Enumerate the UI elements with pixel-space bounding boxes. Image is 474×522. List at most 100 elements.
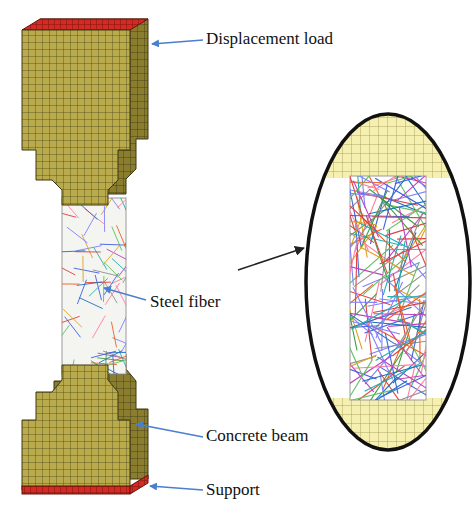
steel-fiber — [94, 247, 107, 269]
steel-fiber — [375, 388, 426, 400]
steel-fiber — [65, 317, 81, 338]
callout-label: Displacement load — [206, 29, 333, 49]
steel-fiber — [350, 176, 366, 227]
steel-fiber — [82, 256, 83, 282]
steel-fiber — [62, 211, 76, 218]
displacement-load-band — [22, 19, 148, 30]
steel-fiber — [421, 313, 426, 374]
steel-fiber — [355, 381, 407, 400]
steel-fiber — [103, 276, 104, 302]
steel-fiber — [361, 191, 387, 247]
steel-fiber — [350, 389, 396, 400]
steel-fiber — [74, 268, 100, 273]
steel-fiber — [368, 322, 426, 328]
steel-fiber — [350, 355, 377, 380]
steel-fiber — [372, 217, 426, 218]
steel-fiber — [110, 353, 127, 362]
steel-fiber — [99, 351, 122, 363]
steel-fiber — [350, 360, 372, 400]
steel-fiber — [350, 260, 383, 275]
steel-fiber — [350, 320, 363, 376]
steel-fiber — [350, 301, 377, 303]
leader-arrow — [136, 424, 203, 437]
specimen-top-part — [22, 30, 130, 205]
support-band-side — [130, 475, 148, 494]
steel-fiber — [350, 294, 377, 338]
steel-fiber-group — [62, 198, 126, 374]
steel-fiber — [350, 176, 390, 192]
support-band — [22, 486, 130, 494]
steel-fiber — [350, 355, 392, 389]
steel-fiber — [407, 304, 426, 350]
steel-fiber — [62, 325, 69, 346]
steel-fiber — [350, 224, 353, 286]
steel-fiber — [82, 234, 93, 258]
steel-fiber — [107, 249, 126, 261]
callout-label: Support — [206, 480, 260, 500]
steel-fiber — [411, 230, 426, 287]
steel-fiber — [376, 330, 426, 361]
steel-fiber — [116, 285, 126, 308]
steel-fiber — [352, 299, 406, 329]
callout-label: Steel fiber — [150, 292, 220, 312]
steel-fiber — [354, 365, 416, 369]
steel-fiber — [394, 286, 411, 346]
steel-fiber — [79, 298, 103, 309]
steel-fiber — [91, 351, 116, 358]
steel-fiber — [97, 358, 123, 361]
zoom-inset-content — [300, 100, 474, 458]
steel-fiber — [77, 282, 103, 286]
leader-arrow — [152, 40, 203, 44]
steel-fiber — [385, 213, 423, 262]
callout-label: Concrete beam — [206, 426, 308, 446]
specimen-bottom-part — [22, 365, 130, 490]
steel-fiber — [350, 191, 383, 197]
steel-fiber — [365, 299, 372, 361]
steel-fiber — [104, 262, 123, 280]
steel-fiber — [125, 223, 127, 247]
steel-fiber — [395, 343, 426, 381]
steel-fiber — [410, 259, 427, 306]
steel-fiber — [355, 252, 357, 314]
steel-fiber — [377, 369, 412, 400]
steel-fiber — [62, 316, 80, 325]
steel-fiber — [350, 285, 390, 304]
steel-fiber — [100, 244, 126, 246]
steel-fiber — [103, 246, 120, 266]
steel-fiber — [112, 227, 122, 251]
leader-arrow — [150, 486, 203, 490]
steel-fiber — [386, 285, 426, 320]
steel-fiber — [400, 176, 426, 205]
steel-fiber — [105, 283, 119, 305]
steel-fiber — [350, 290, 357, 351]
steel-fiber — [381, 289, 383, 351]
steel-fiber — [111, 322, 116, 348]
steel-fiber — [350, 189, 378, 231]
steel-fiber — [92, 316, 105, 339]
steel-fiber — [390, 262, 426, 299]
steel-fiber — [62, 263, 75, 275]
steel-fiber — [380, 299, 427, 306]
steel-fiber — [383, 236, 401, 295]
steel-fiber — [104, 206, 105, 232]
steel-fiber — [380, 237, 426, 264]
steel-fiber — [399, 207, 411, 268]
steel-fiber — [89, 278, 108, 296]
zoom-inset-border — [306, 114, 470, 450]
steel-fiber — [112, 259, 126, 277]
steel-fiber — [383, 176, 399, 230]
steel-fiber — [75, 251, 101, 252]
steel-fiber — [117, 225, 127, 249]
steel-fiber — [376, 282, 403, 338]
leader-arrow — [104, 288, 146, 300]
steel-fiber — [356, 221, 411, 249]
steel-fiber — [119, 309, 126, 332]
steel-fiber — [113, 355, 115, 374]
steel-fiber — [123, 261, 126, 283]
steel-fiber — [118, 198, 127, 208]
steel-fiber — [355, 377, 397, 400]
zoom-arrow — [238, 248, 304, 270]
steel-fiber — [121, 330, 126, 353]
steel-fiber — [63, 309, 82, 327]
